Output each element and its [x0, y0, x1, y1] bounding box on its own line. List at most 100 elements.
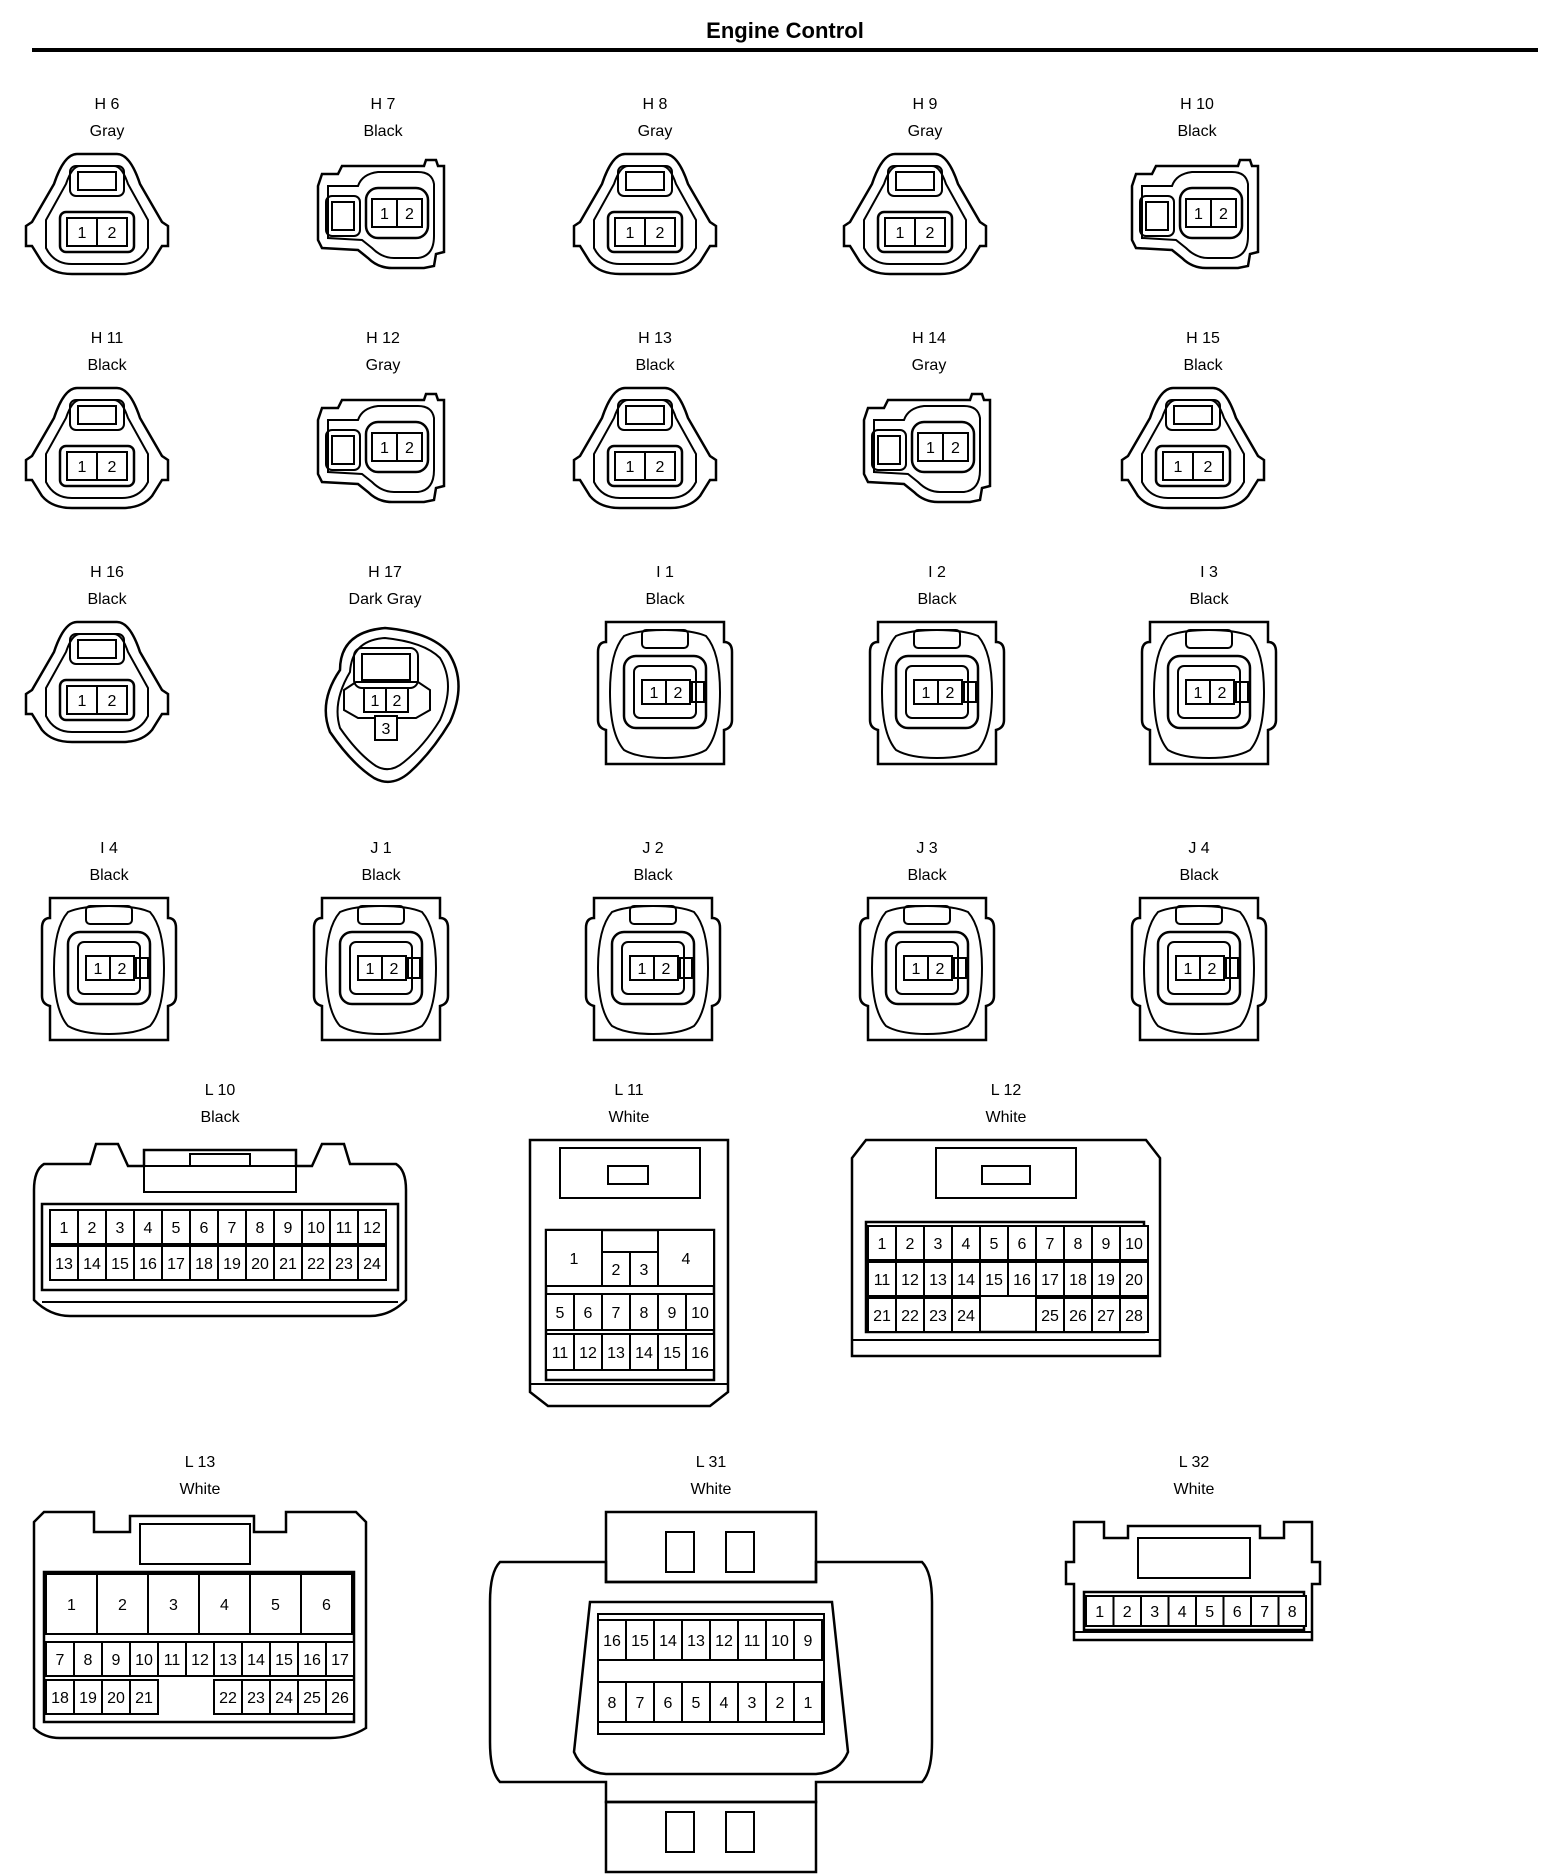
pin-label: 15 — [275, 1652, 293, 1669]
pin-cell — [241, 1679, 271, 1715]
connector-id: J 3 — [916, 840, 938, 857]
pin-cell — [765, 1681, 795, 1723]
latch — [1139, 195, 1175, 237]
pin-label: 8 — [256, 1220, 265, 1237]
housing-outline — [1120, 386, 1266, 510]
pin-cell — [325, 1641, 355, 1677]
connector-id: H 15 — [1186, 330, 1220, 347]
pin-label: 1 — [366, 961, 375, 978]
pin-cell — [329, 1209, 359, 1245]
cavity — [343, 681, 431, 719]
pin-cell — [1140, 1595, 1170, 1627]
latch — [143, 1165, 297, 1193]
housing-outline — [24, 152, 170, 276]
pin-label: 25 — [1041, 1308, 1059, 1325]
pin-cell — [597, 1619, 627, 1661]
pin-label: 9 — [804, 1633, 813, 1650]
pin-label: 22 — [901, 1308, 919, 1325]
pin-label: 10 — [691, 1305, 709, 1322]
connector-color: Black — [87, 357, 127, 374]
pin-cell — [942, 432, 969, 462]
latch — [357, 905, 405, 925]
pin-label: 9 — [1102, 1236, 1111, 1253]
pin-label: 18 — [51, 1690, 69, 1707]
pin-cell — [641, 679, 667, 705]
pin-label: 13 — [219, 1652, 237, 1669]
pin-label: 7 — [1260, 1604, 1269, 1621]
pin-cell — [96, 685, 128, 715]
connector-color: Gray — [365, 357, 401, 374]
cavity — [1156, 930, 1242, 1006]
cavity — [622, 654, 708, 730]
pin-cell — [105, 1209, 135, 1245]
pin-label: 2 — [88, 1220, 97, 1237]
key — [135, 957, 149, 979]
pin-shroud — [572, 1600, 850, 1776]
pin-label: 13 — [607, 1345, 625, 1362]
pin-label: 13 — [929, 1272, 947, 1289]
top-latch-left — [665, 1531, 695, 1573]
pin-label: 7 — [636, 1695, 645, 1712]
pin-label: 8 — [84, 1652, 93, 1669]
pin-cell — [1119, 1297, 1149, 1333]
pin-cell — [681, 1619, 711, 1661]
pin-cell — [657, 1333, 687, 1371]
pin-label: 26 — [331, 1690, 349, 1707]
housing-inner — [1141, 171, 1249, 259]
pin-cell — [297, 1679, 327, 1715]
pin-cell — [793, 1681, 823, 1723]
cavity-inner — [1167, 941, 1231, 995]
latch-inner — [77, 405, 117, 425]
connector-color: Black — [917, 591, 957, 608]
pin-cell — [629, 955, 655, 981]
pin-label: 2 — [776, 1695, 785, 1712]
pin-label: 12 — [191, 1652, 209, 1669]
pin-label: 1 — [638, 961, 647, 978]
pin-label: 21 — [873, 1308, 891, 1325]
page-header: Engine Control — [32, 14, 1538, 52]
pin-cell — [545, 1293, 575, 1331]
connector-id: H 17 — [368, 564, 402, 581]
pin-cell — [685, 1333, 715, 1371]
pin-cell — [709, 1681, 739, 1723]
pin-label: 1 — [1194, 206, 1203, 223]
pin-cell — [545, 1229, 603, 1287]
pin-cell — [357, 1209, 387, 1245]
housing-outline — [40, 896, 178, 1042]
pin-label: 20 — [251, 1256, 269, 1273]
cavity — [58, 444, 136, 488]
connector-color: White — [690, 1481, 732, 1498]
connector-color: Gray — [89, 123, 125, 140]
latch — [1175, 905, 1223, 925]
pin-label: 2 — [1218, 685, 1227, 702]
latch-inner — [1173, 405, 1213, 425]
pin-label: 2 — [926, 225, 935, 242]
cavity — [884, 930, 970, 1006]
pin-cell — [129, 1679, 159, 1715]
housing-outline — [862, 392, 992, 504]
pin-block — [597, 1613, 825, 1735]
connector-color: Black — [907, 867, 947, 884]
connector-id: L 11 — [614, 1082, 644, 1099]
pin-label: 14 — [635, 1345, 653, 1362]
latch — [887, 165, 943, 197]
pin-cell — [1119, 1261, 1149, 1297]
pin-label: 1 — [67, 1597, 76, 1614]
connector-color: Black — [645, 591, 685, 608]
pin-cell — [45, 1641, 75, 1677]
latch — [1137, 1537, 1251, 1579]
pin-label: 2 — [662, 961, 671, 978]
pin-label: 24 — [957, 1308, 975, 1325]
pin-label: 16 — [1013, 1272, 1031, 1289]
pin-label: 4 — [144, 1220, 153, 1237]
housing-outline — [850, 1138, 1162, 1358]
pin-label: 5 — [172, 1220, 181, 1237]
latch-tab — [607, 1165, 649, 1185]
pin-label: 14 — [659, 1633, 677, 1650]
pin-label: 2 — [108, 693, 117, 710]
pin-label: 10 — [135, 1652, 153, 1669]
